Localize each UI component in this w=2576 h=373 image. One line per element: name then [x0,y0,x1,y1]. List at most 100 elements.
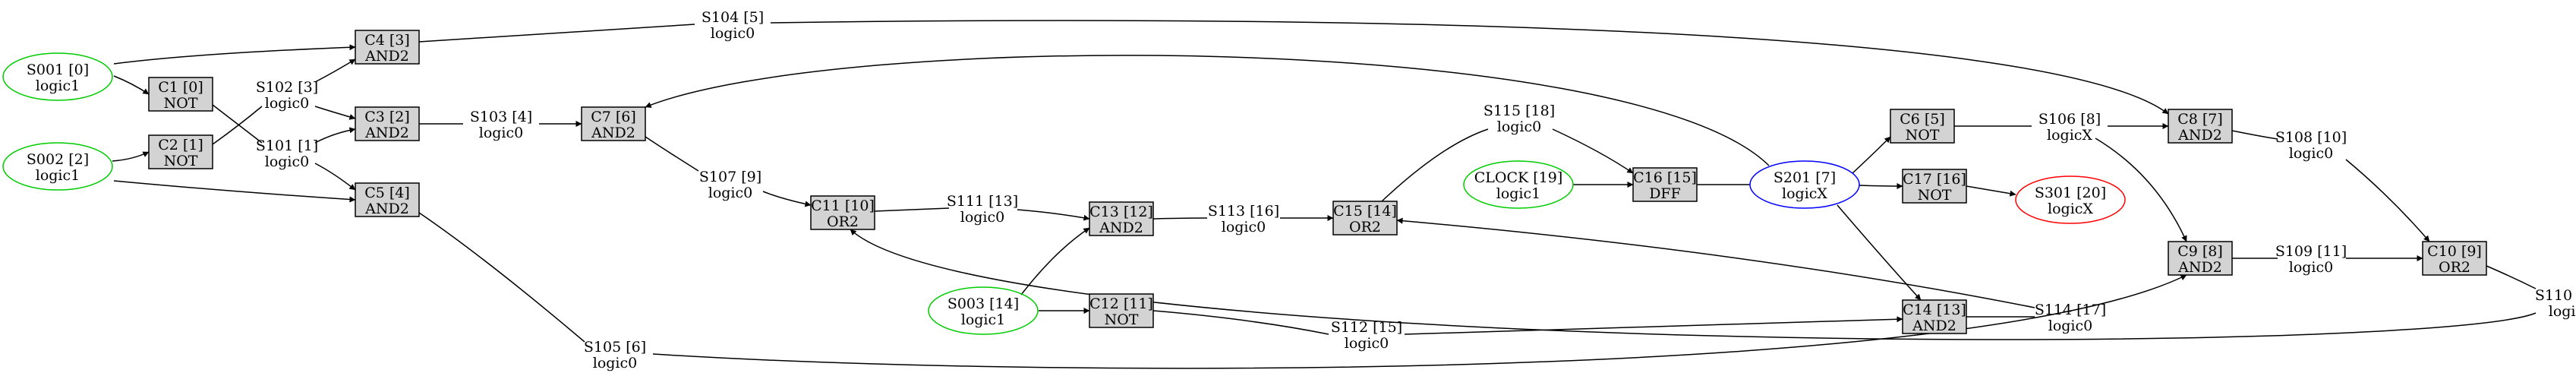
edge-c13-to-s113 [1152,217,1208,220]
node-c14: C14 [13]AND2 [1902,299,1967,334]
node-label: C9 [8] [2177,243,2223,260]
node-value: OR2 [827,213,859,230]
node-s101: S101 [1]logic0 [256,138,318,170]
edge-s107-to-c11 [762,191,812,207]
edge-s001-to-c4 [113,44,356,65]
gate-box [1890,109,1955,144]
node-c4: C4 [3]AND2 [355,30,420,65]
gate-box [1089,201,1154,236]
node-s115: S115 [18]logic0 [1483,103,1555,135]
node-value: logicX [2047,127,2092,144]
input-ellipse [2,52,113,101]
output-ellipse [2015,175,2126,224]
node-label: C4 [3] [364,32,410,49]
edge-c10-to-s110 [2486,265,2537,289]
node-s002: S002 [2]logic1 [2,142,113,191]
node-value: logic0 [708,185,752,201]
node-value: logic0 [2289,145,2333,162]
node-label: S102 [3] [256,79,318,96]
node-s108: S108 [10]logic0 [2275,129,2347,162]
node-value: logic0 [2048,318,2092,334]
edge-c7-to-s107 [645,136,699,172]
node-label: C14 [13] [1903,302,1966,318]
node-s113: S113 [16]logic0 [1208,203,1279,235]
node-s102: S102 [3]logic0 [256,79,318,112]
node-s103: S103 [4]logic0 [470,109,532,141]
node-value: logic0 [265,95,309,112]
edge-s201-to-c17 [1859,182,1903,189]
node-s111: S111 [13]logic0 [947,193,1018,226]
node-label: S109 [11] [2275,243,2347,260]
edge-s110-to-c11 [850,229,2537,340]
edge-c1-to-s101 [212,104,263,144]
gate-box [1902,169,1967,204]
gate-box [1332,201,1398,235]
edge-s102-to-c3 [314,106,356,120]
node-value: NOT [1105,311,1139,328]
node-s301: S301 [20]logicX [2015,175,2126,224]
node-label: S002 [2] [27,151,89,168]
edge-s106-to-c9 [2095,138,2187,242]
node-label: S301 [20] [2035,185,2106,201]
node-label: S114 [17] [2035,302,2106,318]
node-s114: S114 [17]logic0 [2035,302,2106,334]
node-s112: S112 [15]logic0 [1331,319,1402,352]
edge-s002-to-c2 [112,151,150,162]
node-label: C5 [4] [364,185,410,201]
edge-s002-to-c5 [113,180,356,203]
edge-s108-to-c10 [2345,159,2430,242]
edge-c2-to-s102 [212,106,263,145]
flop-ellipse [1749,160,1860,209]
gate-box [1632,167,1698,202]
node-c15: C15 [14]OR2 [1332,201,1398,235]
node-label: CLOCK [19] [1474,169,1563,186]
node-label: S112 [15] [1331,319,1402,336]
node-value: logic0 [2549,303,2576,320]
node-label: C15 [14] [1333,203,1397,220]
node-s201: S201 [7]logicX [1749,160,1860,209]
node-label: S107 [9] [699,169,761,185]
node-value: NOT [164,95,198,112]
node-label: C8 [7] [2177,111,2223,128]
node-label: C2 [1] [158,137,203,153]
edge-c4-to-s104 [418,24,695,43]
gate-box [355,106,420,141]
node-c8: C8 [7]AND2 [2168,109,2233,144]
node-label: C17 [16] [1903,171,1966,188]
edge-s001-to-c1 [113,75,150,95]
node-value: logic0 [1222,219,1266,235]
edge-s101-to-c5 [314,163,356,191]
node-value: logicX [1782,185,1827,202]
node-c1: C1 [0]NOT [148,77,213,112]
node-c17: C17 [16]NOT [1902,169,1967,204]
node-value: AND2 [364,201,409,217]
gate-box [2168,109,2233,144]
node-label: C3 [2] [364,109,410,125]
gate-box [148,77,213,112]
node-value: NOT [1918,187,1952,204]
edge-s111-to-c13 [1017,209,1090,221]
node-label: S101 [1] [256,138,318,154]
node-value: logic0 [1345,335,1389,352]
edge-s003-to-c13 [1020,227,1090,296]
node-clock: CLOCK [19]logic1 [1463,160,1574,209]
node-value: AND2 [364,125,409,141]
gate-box [355,30,420,65]
node-label: S106 [8] [2038,111,2101,128]
node-value: NOT [164,153,198,169]
node-s104: S104 [5]logic0 [702,9,764,42]
node-value: logic0 [960,209,1004,226]
node-value: NOT [1906,127,1940,144]
node-value: AND2 [591,125,635,141]
edge-c8-to-s108 [2231,130,2278,140]
node-label: S003 [14] [947,296,1019,312]
node-value: AND2 [1099,220,1143,236]
node-c10: C10 [9]OR2 [2422,241,2487,276]
node-value: logic0 [479,125,523,141]
input-ellipse [2,142,113,191]
node-value: OR2 [1349,219,1381,235]
node-label: C10 [9] [2427,243,2482,260]
node-value: AND2 [2177,259,2222,276]
node-value: logic0 [2289,259,2333,276]
